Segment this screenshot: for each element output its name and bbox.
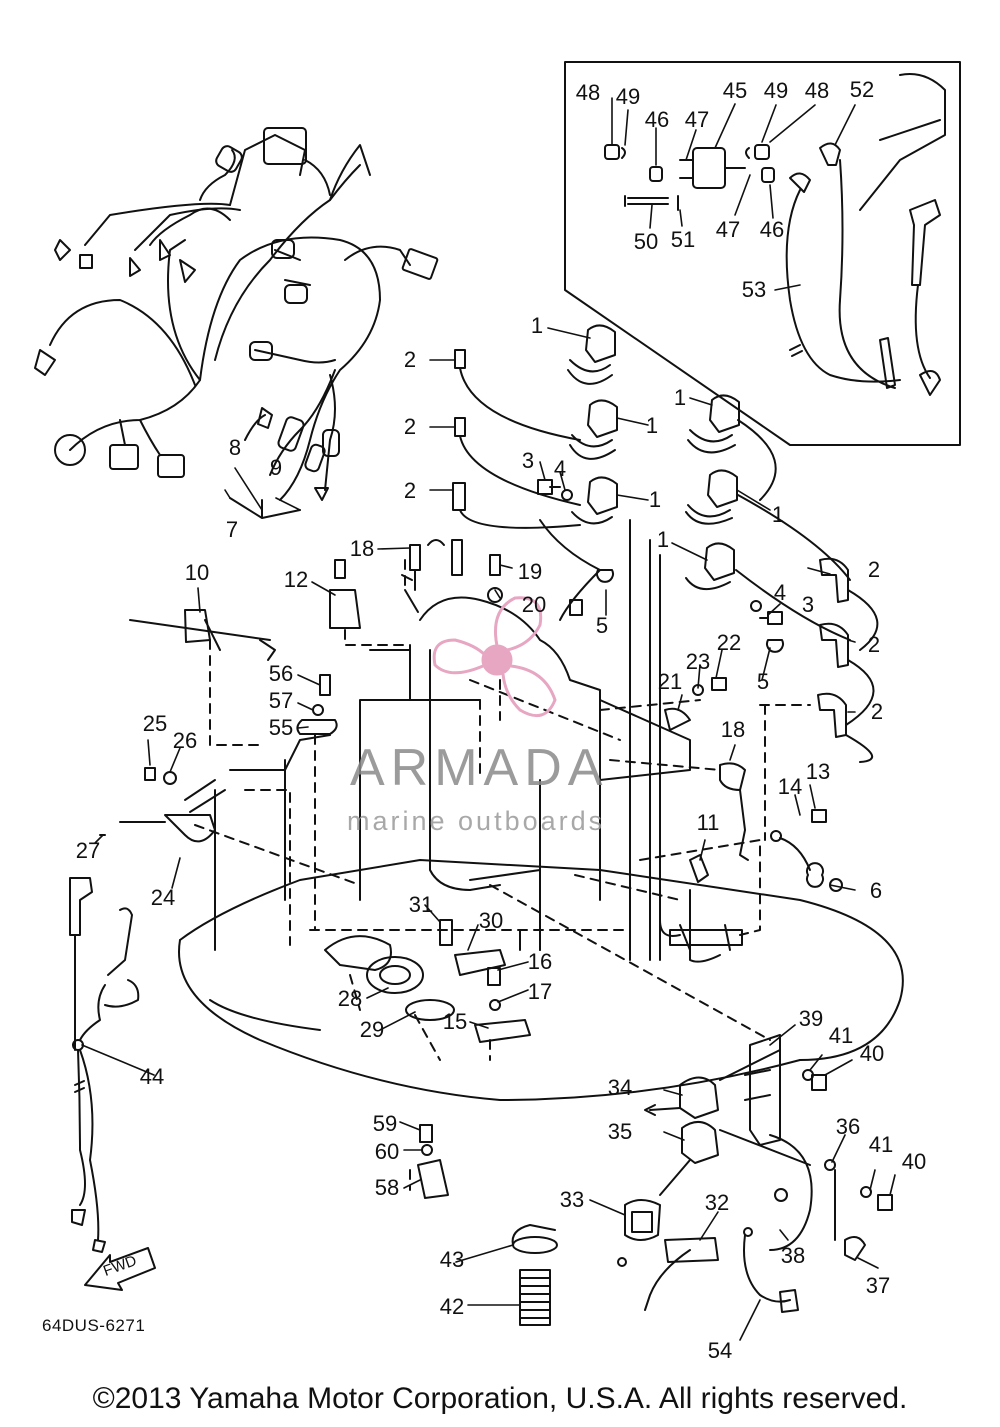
relay-bracket-assembly — [618, 1035, 812, 1312]
callout-4: 4 — [553, 456, 567, 481]
callout-4: 4 — [773, 580, 787, 605]
hardware-parts — [100, 480, 892, 1260]
callout-22: 22 — [716, 630, 742, 655]
callout-2: 2 — [870, 699, 884, 724]
callout-18: 18 — [349, 536, 375, 561]
ignition-coils — [453, 325, 877, 762]
copyright-notice: ©2013 Yamaha Motor Corporation, U.S.A. A… — [92, 1382, 908, 1415]
callout-54: 54 — [707, 1338, 733, 1363]
callout-14: 14 — [777, 774, 803, 799]
callout-34: 34 — [607, 1075, 633, 1100]
callout-11: 11 — [696, 810, 720, 835]
callout-41: 41 — [828, 1023, 854, 1048]
watermark-propeller-icon — [425, 590, 585, 730]
callout-56: 56 — [268, 661, 294, 686]
callout-1: 1 — [656, 527, 670, 552]
callout-2: 2 — [403, 347, 417, 372]
callout-39: 39 — [798, 1006, 824, 1031]
callout-18: 18 — [720, 717, 746, 742]
callout-6: 6 — [869, 878, 883, 903]
callout-2: 2 — [867, 632, 881, 657]
callout-44: 44 — [139, 1064, 165, 1089]
callout-33: 33 — [559, 1187, 585, 1212]
callout-38: 38 — [780, 1243, 806, 1268]
callout-21: 21 — [657, 669, 683, 694]
callout-23: 23 — [685, 649, 711, 674]
callout-8: 8 — [228, 435, 242, 460]
callout-35: 35 — [607, 1119, 633, 1144]
clamp-and-protector-tube — [513, 1225, 557, 1325]
callout-27: 27 — [75, 838, 101, 863]
callout-3: 3 — [801, 592, 815, 617]
callout-29: 29 — [359, 1017, 385, 1042]
callout-59: 59 — [372, 1111, 398, 1136]
callout-20: 20 — [521, 592, 547, 617]
callout-1: 1 — [771, 502, 785, 527]
callout-32: 32 — [704, 1190, 730, 1215]
callout-28: 28 — [337, 986, 363, 1011]
callout-30: 30 — [478, 908, 504, 933]
dashed-leaders — [195, 560, 810, 1190]
callout-47: 47 — [715, 217, 741, 242]
callout-49: 49 — [615, 84, 641, 109]
inset-detail-box — [565, 62, 960, 445]
callout-2: 2 — [403, 414, 417, 439]
callout-40: 40 — [901, 1149, 927, 1174]
callout-48: 48 — [804, 78, 830, 103]
callout-51: 51 — [670, 227, 696, 252]
callout-12: 12 — [283, 567, 309, 592]
callout-1: 1 — [530, 313, 544, 338]
callout-42: 42 — [439, 1294, 465, 1319]
callout-52: 52 — [849, 77, 875, 102]
callout-3: 3 — [521, 448, 535, 473]
callout-7: 7 — [225, 517, 239, 542]
forward-arrow-icon — [85, 1248, 155, 1290]
callout-53: 53 — [741, 277, 767, 302]
callout-49: 49 — [763, 78, 789, 103]
callout-leaders — [82, 98, 895, 1340]
callout-5: 5 — [756, 669, 770, 694]
callout-17: 17 — [527, 979, 553, 1004]
callout-37: 37 — [865, 1273, 891, 1298]
callout-48: 48 — [575, 80, 601, 105]
callout-13: 13 — [805, 759, 831, 784]
callout-26: 26 — [172, 728, 198, 753]
callout-58: 58 — [374, 1175, 400, 1200]
callout-60: 60 — [374, 1139, 400, 1164]
callout-50: 50 — [633, 229, 659, 254]
rectifier-regulator-assembly — [605, 143, 940, 395]
callout-16: 16 — [527, 949, 553, 974]
diagram-code: 64DUS-6271 — [42, 1316, 146, 1335]
callout-1: 1 — [645, 413, 659, 438]
callout-10: 10 — [184, 560, 210, 585]
callout-46: 46 — [759, 217, 785, 242]
callout-45: 45 — [722, 78, 748, 103]
lead-wire-left — [70, 878, 138, 1252]
callout-57: 57 — [268, 688, 294, 713]
callout-2: 2 — [403, 478, 417, 503]
watermark-subtitle: marine outboards — [347, 806, 606, 836]
callout-25: 25 — [142, 711, 168, 736]
callout-31: 31 — [408, 892, 434, 917]
callout-46: 46 — [644, 107, 670, 132]
callout-15: 15 — [442, 1009, 468, 1034]
wire-harness — [35, 128, 438, 518]
callout-43: 43 — [439, 1247, 465, 1272]
engine-block — [179, 520, 903, 1100]
callout-2: 2 — [867, 557, 881, 582]
callout-36: 36 — [835, 1114, 861, 1139]
callout-40: 40 — [859, 1041, 885, 1066]
callout-9: 9 — [269, 455, 283, 480]
callout-1: 1 — [648, 487, 662, 512]
callout-19: 19 — [517, 559, 543, 584]
watermark-title: ARMADA — [350, 739, 609, 797]
callout-47: 47 — [684, 107, 710, 132]
callout-41: 41 — [868, 1132, 894, 1157]
callout-24: 24 — [150, 885, 176, 910]
callout-55: 55 — [268, 715, 294, 740]
callout-1: 1 — [673, 385, 687, 410]
callout-5: 5 — [595, 613, 609, 638]
